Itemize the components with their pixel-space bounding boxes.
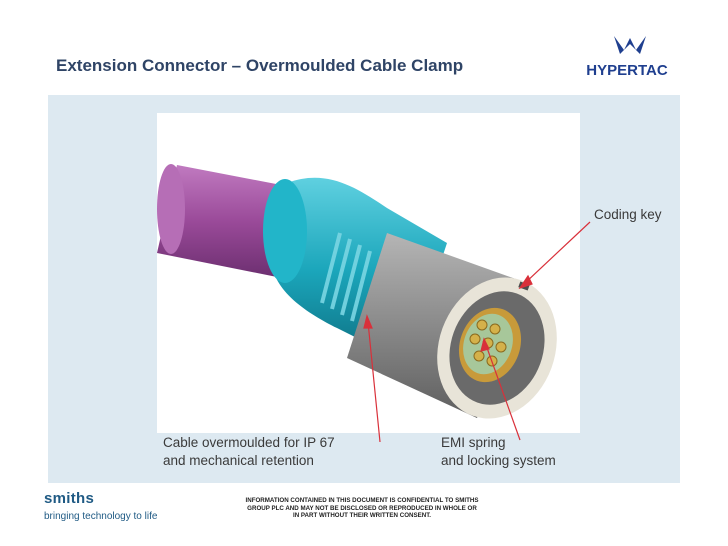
smiths-tagline: bringing technology to life [44,511,158,522]
confidentiality-notice: INFORMATION CONTAINED IN THIS DOCUMENT I… [232,497,492,520]
svg-text:HYPERTAC: HYPERTAC [586,62,668,79]
disclaimer-line2: GROUP PLC AND MAY NOT BE DISCLOSED OR RE… [247,504,477,512]
smiths-wordmark: smiths [44,490,95,507]
page-title: Extension Connector – Overmoulded Cable … [56,56,464,75]
coding-key-label: Coding key [594,207,662,222]
disclaimer-line1: INFORMATION CONTAINED IN THIS DOCUMENT I… [245,497,479,504]
emi-spring-label: EMI spring and locking system [441,434,556,470]
cable-overmould-label-line1: Cable overmoulded for IP 67 [163,435,335,450]
smiths-logo: smiths bringing technology to life [44,490,157,522]
emi-spring-label-line2: and locking system [441,453,556,468]
disclaimer-line3: IN PART WITHOUT THEIR WRITTEN CONSENT. [292,512,432,519]
cable-overmould-label: Cable overmoulded for IP 67 and mechanic… [163,434,335,470]
emi-spring-label-line1: EMI spring [441,435,506,450]
connector-illustration [157,113,580,433]
cable-overmould-label-line2: and mechanical retention [163,453,314,468]
hypertac-logo: HYPERTAC [586,36,668,79]
